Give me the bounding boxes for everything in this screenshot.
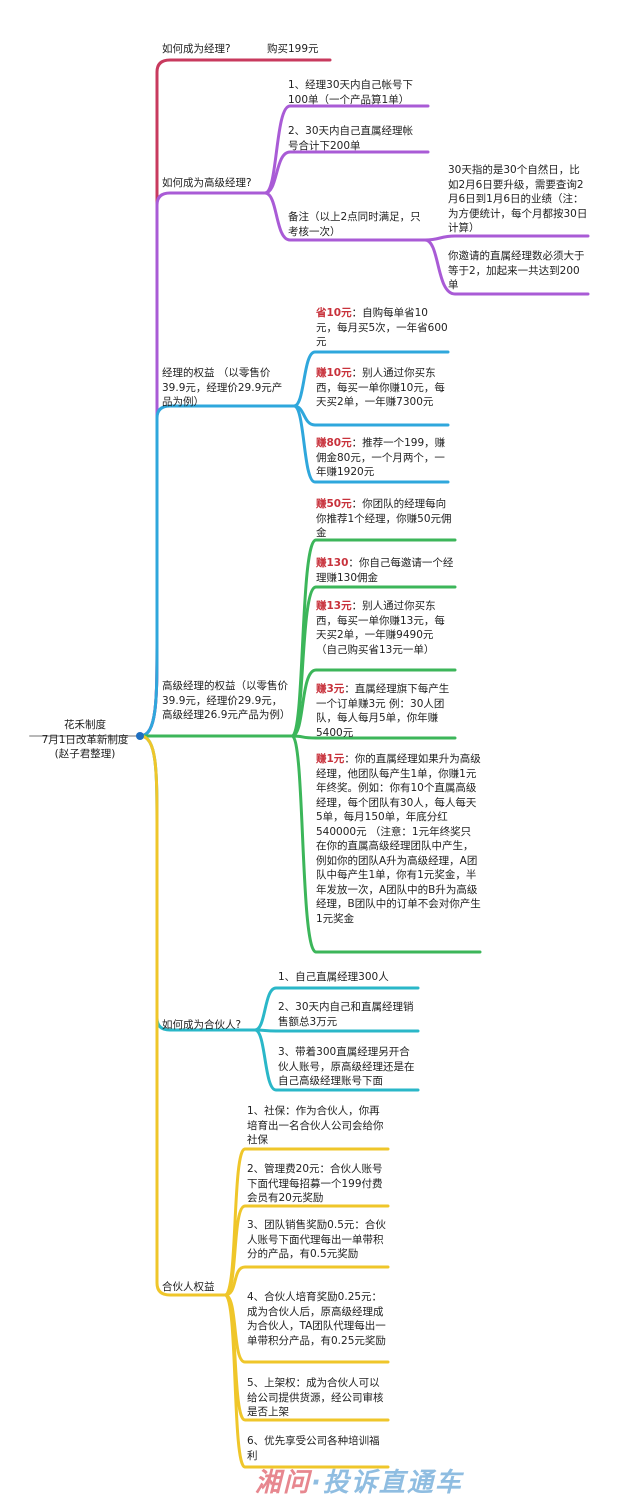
benefit-text: ：你的直属经理如果升为高级经理，他团队每产生1单，你赚1元年终奖。例如：你有10… bbox=[316, 753, 481, 925]
node-become-partner: 如何成为合伙人? bbox=[162, 1019, 242, 1031]
root-title: 花禾制度 7月1日改革新制度 (赵子君整理) bbox=[15, 718, 155, 762]
manager-benefit-3: 赚80元：推荐一个199，赚佣金80元，一个月两个，一年赚1920元 bbox=[316, 436, 448, 480]
node-become-manager: 如何成为经理? bbox=[162, 43, 231, 55]
partner-benefit-2: 2、管理费20元：合伙人账号下面代理每招募一个199付费会员有20元奖励 bbox=[247, 1163, 383, 1204]
benefit-text: ：你自己每邀请一个经理赚130佣金 bbox=[316, 557, 454, 584]
branch-senior-benefits bbox=[138, 538, 482, 954]
note-detail-2: 你邀请的直属经理数必须大于等于2，加起来一共达到200单 bbox=[448, 250, 585, 291]
root-line-3: (赵子君整理) bbox=[54, 748, 116, 760]
node-manager-benefits: 经理的权益 （以零售价39.9元，经理价29.9元产品为例） bbox=[162, 367, 283, 408]
benefit-key: 赚3元 bbox=[316, 683, 345, 695]
note-detail-1: 30天指的是30个自然日，比如2月6日要升级，需要查询2月6日到1月6日的业绩（… bbox=[448, 164, 588, 234]
partner-req-1: 1、自己直属经理300人 bbox=[278, 971, 389, 983]
manager-benefit-1: 省10元：自购每单省10元，每月买5次，一年省600元 bbox=[316, 306, 448, 350]
node-senior-benefits: 高级经理的权益（以零售价39.9元，经理价29.9元，高级经理26.9元产品为例… bbox=[162, 680, 291, 721]
manager-benefit-2: 赚10元：别人通过你买东西，每买一单你赚10元，每天买2单，一年赚7300元 bbox=[316, 366, 448, 410]
benefit-key: 赚80元 bbox=[316, 437, 352, 449]
senior-req-2: 2、30天内自己直属经理帐号合计下200单 bbox=[288, 125, 414, 152]
watermark-part-1: 湘问 bbox=[255, 1468, 312, 1498]
senior-benefit-4: 赚3元：直属经理旗下每产生一个订单赚3元 例：30人团队，每人每月5单，你年赚5… bbox=[316, 682, 454, 740]
benefit-text: ：推荐一个199，赚佣金80元，一个月两个，一年赚1920元 bbox=[316, 437, 446, 478]
partner-benefit-3: 3、团队销售奖励0.5元：合伙人账号下面代理每出一单带积分的产品，有0.5元奖励 bbox=[247, 1219, 386, 1260]
node-become-senior: 如何成为高级经理? bbox=[162, 177, 252, 189]
senior-benefit-3: 赚13元：别人通过你买东西，每买一单你赚13元，每天买2单，一年赚9490元（自… bbox=[316, 599, 454, 657]
watermark-part-2: ·投诉直通车 bbox=[311, 1468, 463, 1498]
senior-benefit-5: 赚1元：你的直属经理如果升为高级经理，他团队每产生1单，你赚1元年终奖。例如：你… bbox=[316, 752, 481, 926]
senior-req-1: 1、经理30天内自己帐号下100单（一个产品算1单） bbox=[288, 79, 414, 106]
partner-benefit-6: 6、优先享受公司各种培训福利 bbox=[247, 1435, 380, 1462]
benefit-key: 省10元 bbox=[316, 307, 352, 319]
node-buy-199: 购买199元 bbox=[267, 43, 319, 55]
benefit-key: 赚10元 bbox=[316, 367, 352, 379]
benefit-key: 赚130 bbox=[316, 557, 349, 569]
root-node-dot bbox=[136, 732, 144, 740]
benefit-key: 赚13元 bbox=[316, 600, 352, 612]
partner-req-3: 3、带着300直属经理另开合伙人账号，原高级经理还是在自己高级经理账号下面 bbox=[278, 1046, 415, 1087]
benefit-text: ：别人通过你买东西，每买一单你赚13元，每天买2单，一年赚9490元（自己购买省… bbox=[316, 600, 445, 656]
branch-partner-benefits bbox=[138, 734, 390, 1469]
root-line-2: 7月1日改革新制度 bbox=[41, 733, 129, 746]
senior-req-note: 备注（以上2点同时满足，只考核一次） bbox=[288, 211, 421, 238]
root-line-1: 花禾制度 bbox=[64, 719, 106, 731]
partner-benefit-4: 4、合伙人培育奖励0.25元：成为合伙人后，原高级经理成为合伙人，TA团队代理每… bbox=[247, 1291, 386, 1347]
watermark-logo: 湘问·投诉直通车 bbox=[255, 1468, 463, 1498]
partner-benefit-5: 5、上架权：成为合伙人可以给公司提供货源，经公司审核是否上架 bbox=[247, 1377, 384, 1418]
senior-benefit-2: 赚130：你自己每邀请一个经理赚130佣金 bbox=[316, 556, 454, 585]
partner-req-2: 2、30天内自己和直属经理销售额总3万元 bbox=[278, 1001, 414, 1028]
branch-manager-benefits bbox=[138, 350, 450, 738]
partner-benefit-1: 1、社保：作为合伙人，你再培育出一名合伙人公司会给你社保 bbox=[247, 1105, 384, 1146]
node-partner-benefits: 合伙人权益 bbox=[162, 1281, 215, 1293]
benefit-key: 赚1元 bbox=[316, 753, 345, 765]
senior-benefit-1: 赚50元：你团队的经理每向你推荐1个经理，你赚50元佣金 bbox=[316, 497, 454, 541]
benefit-key: 赚50元 bbox=[316, 498, 352, 510]
benefit-text: ：自购每单省10元，每月买5次，一年省600元 bbox=[316, 307, 448, 348]
benefit-text: ：你团队的经理每向你推荐1个经理，你赚50元佣金 bbox=[316, 498, 452, 539]
benefit-text: ：直属经理旗下每产生一个订单赚3元 例：30人团队，每人每月5单，你年赚5400… bbox=[316, 683, 450, 739]
benefit-text: ：别人通过你买东西，每买一单你赚10元，每天买2单，一年赚7300元 bbox=[316, 367, 445, 408]
